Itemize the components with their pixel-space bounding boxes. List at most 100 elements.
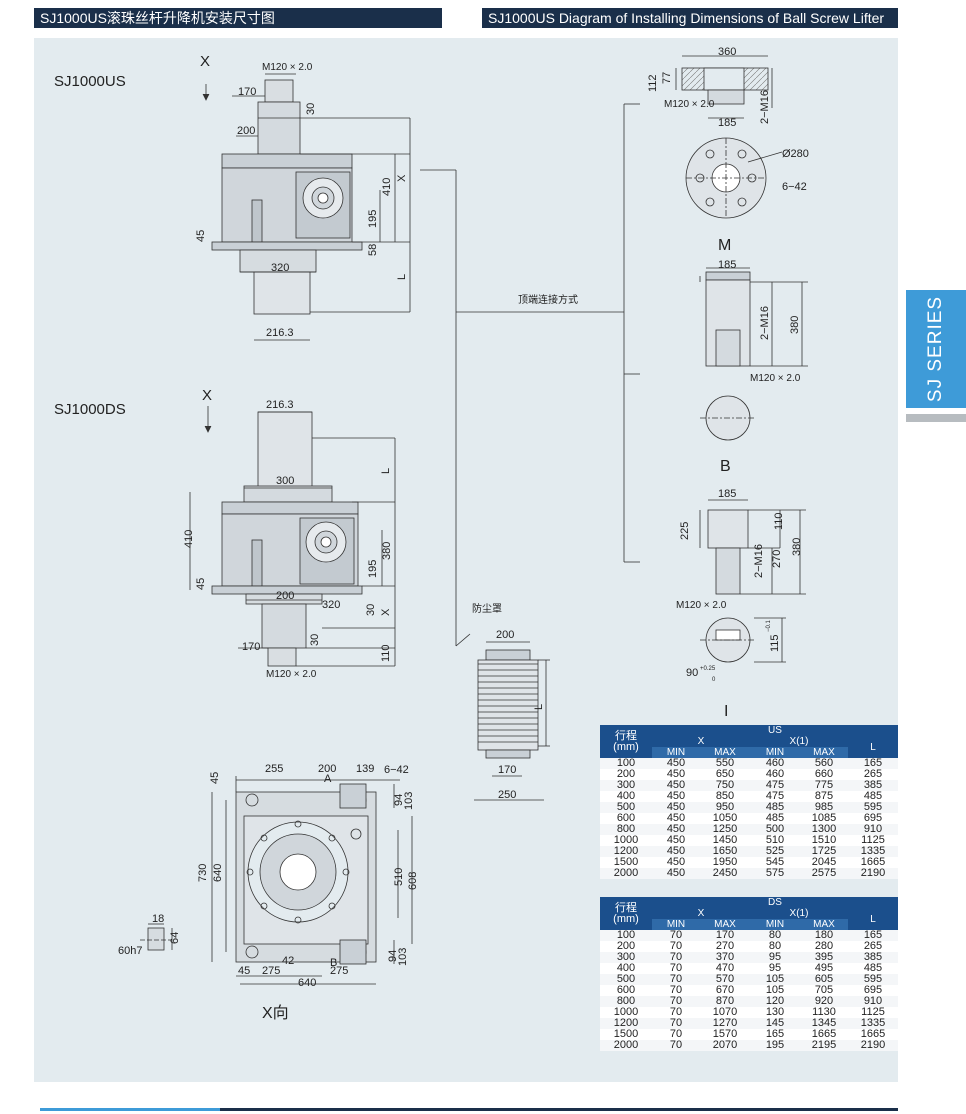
table-cell: 2000 (600, 868, 652, 879)
dim-xv-255: 255 (265, 763, 283, 775)
table-cell: 1085 (800, 813, 848, 824)
table-cell: 1665 (848, 1029, 898, 1040)
table-cell: 80 (750, 941, 800, 952)
table-cell: 950 (700, 802, 750, 813)
table-cell: 195 (750, 1040, 800, 1051)
label-us-model: SJ1000US (54, 73, 126, 90)
table-cell: 575 (750, 868, 800, 879)
table-cell: 70 (652, 996, 700, 1007)
dim-m-112: 112 (647, 74, 659, 92)
table-cell: 105 (750, 974, 800, 985)
table-cell: 450 (652, 835, 700, 846)
dim-dust-200: 200 (496, 629, 514, 641)
table-cell: 1000 (600, 835, 652, 846)
table-cell: 105 (750, 985, 800, 996)
table-cell: 1125 (848, 835, 898, 846)
table-cell: 1270 (700, 1018, 750, 1029)
table-cell: 1070 (700, 1007, 750, 1018)
table-cell: 660 (800, 769, 848, 780)
us-stroke-label: 行程 (615, 729, 637, 742)
table-cell: 400 (600, 963, 652, 974)
table-cell: 450 (652, 769, 700, 780)
table-cell: 695 (848, 985, 898, 996)
us-x1-max: MAX (800, 747, 848, 758)
dim-ds-200: 200 (276, 590, 294, 602)
table-cell: 560 (800, 758, 848, 769)
table-cell: 1200 (600, 846, 652, 857)
table-cell: 1200 (600, 1018, 652, 1029)
dim-i-90: 90 (686, 667, 698, 679)
table-cell: 2045 (800, 857, 848, 868)
dim-xv-45bottom: 45 (238, 965, 250, 977)
table-cell: 600 (600, 985, 652, 996)
dim-b-380: 380 (789, 316, 801, 334)
us-x1-header: X(1) (750, 736, 848, 747)
dim-xv-275a: 275 (262, 965, 280, 977)
label-xv-b: B (330, 957, 337, 969)
table-cell: 1500 (600, 1029, 652, 1040)
connector-i (699, 499, 806, 663)
label-ds-view-x: X (202, 387, 212, 404)
table-cell: 650 (700, 769, 750, 780)
table-cell: 2000 (600, 1040, 652, 1051)
table-cell: 2195 (800, 1040, 848, 1051)
table-cell: 2450 (700, 868, 750, 879)
table-cell: 910 (848, 824, 898, 835)
table-cell: 670 (700, 985, 750, 996)
dim-i-115-tol: −0.1 (766, 619, 772, 632)
us-x-min: MIN (652, 747, 700, 758)
table-cell: 2190 (848, 1040, 898, 1051)
table-cell: 1130 (800, 1007, 848, 1018)
ds-x1-header: X(1) (750, 908, 848, 919)
drawing-labels: SJ1000US X SJ1000DS X M120 × 2.0 170 200… (54, 46, 809, 1022)
dim-us-x: X (396, 174, 408, 182)
table-cell: 1335 (848, 1018, 898, 1029)
table-cell: 70 (652, 1018, 700, 1029)
table-cell: 1345 (800, 1018, 848, 1029)
table-cell: 1950 (700, 857, 750, 868)
dim-xv-139: 139 (356, 763, 374, 775)
table-cell: 385 (848, 780, 898, 791)
table-cell: 1250 (700, 824, 750, 835)
table-cell: 750 (700, 780, 750, 791)
table-cell: 1050 (700, 813, 750, 824)
dim-ds-l: L (380, 468, 392, 474)
table-cell: 450 (652, 791, 700, 802)
table-cell: 100 (600, 930, 652, 941)
table-cell: 70 (652, 1007, 700, 1018)
table-cell: 450 (652, 802, 700, 813)
table-cell: 450 (652, 846, 700, 857)
dim-xv-42: 42 (282, 955, 294, 967)
table-cell: 95 (750, 952, 800, 963)
dim-i-90-tol-upper: +0.25 (700, 666, 716, 672)
table-cell: 180 (800, 930, 848, 941)
us-l-header: L (848, 736, 898, 758)
table-cell: 300 (600, 952, 652, 963)
table-cell: 450 (652, 868, 700, 879)
dim-dust-250: 250 (498, 789, 516, 801)
dim-us-195: 195 (367, 210, 379, 228)
dim-b-185: 185 (718, 259, 736, 271)
table-cell: 510 (750, 835, 800, 846)
label-top-connection: 顶端连接方式 (518, 293, 578, 306)
dim-us-410: 410 (381, 178, 393, 196)
dim-dust-l: L (533, 704, 545, 710)
label-dust-cover: 防尘罩 (472, 602, 502, 615)
ds-group-header: DS (652, 897, 898, 908)
dim-us-58: 58 (367, 244, 379, 256)
us-x-header: X (652, 736, 750, 747)
us-front-view (202, 73, 411, 341)
table-cell: 475 (750, 791, 800, 802)
dim-i-115: 115 (769, 634, 781, 652)
table-cell: 70 (652, 941, 700, 952)
table-cell: 850 (700, 791, 750, 802)
dim-xv-275b: 275 (330, 965, 348, 977)
